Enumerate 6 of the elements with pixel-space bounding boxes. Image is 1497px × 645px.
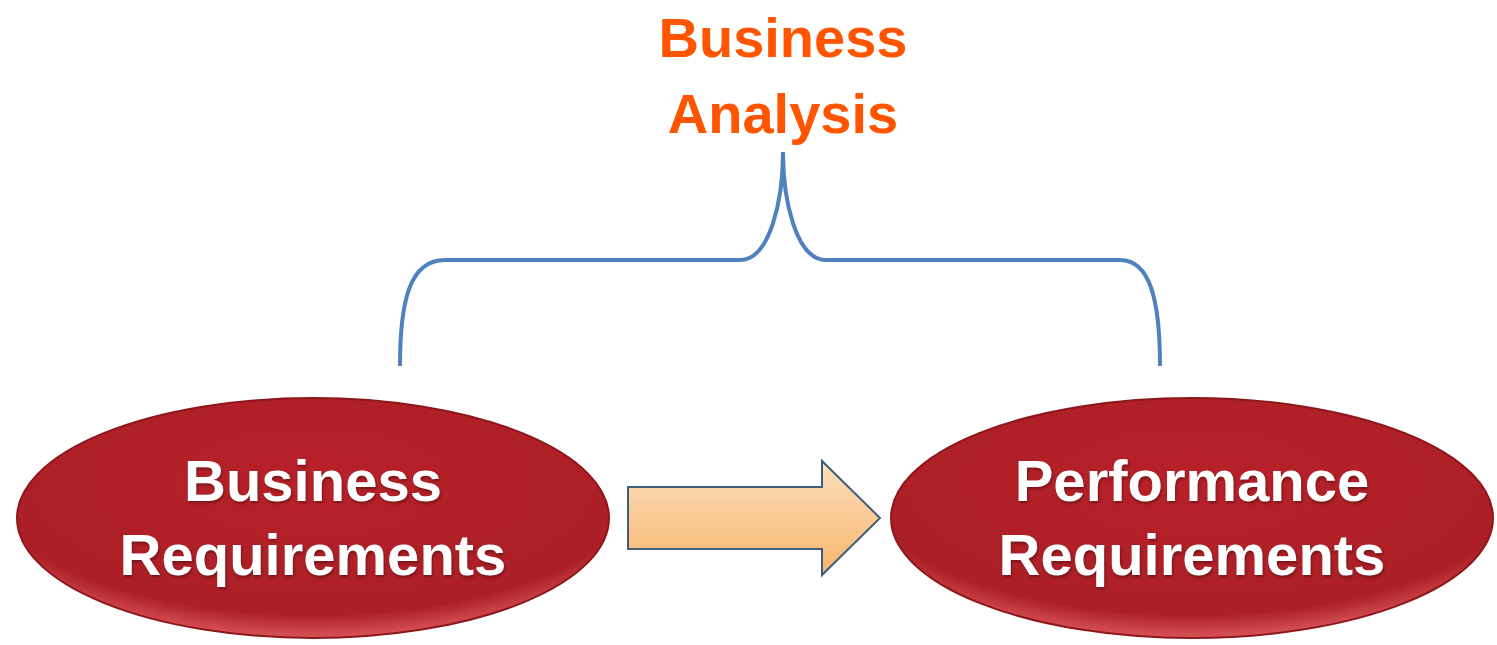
block-arrow <box>627 458 882 578</box>
requirement-ellipse <box>889 396 1495 640</box>
requirement-ellipse <box>15 396 611 640</box>
node-label: Performance Requirements <box>997 447 1387 589</box>
title: Business Analysis <box>657 5 909 147</box>
node-label: Business Requirements <box>118 447 508 589</box>
